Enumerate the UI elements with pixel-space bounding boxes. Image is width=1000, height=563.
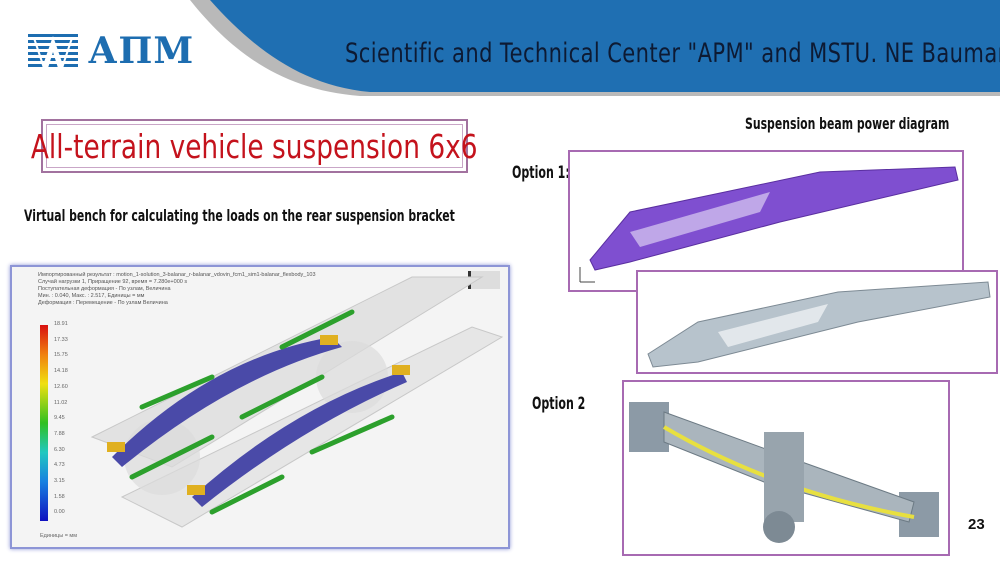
legend-value: 9.45	[54, 415, 65, 422]
color-legend-bar	[40, 325, 48, 521]
legend-value: 1.58	[54, 493, 65, 500]
legend-value: 0.00	[54, 509, 65, 516]
legend-value: 14.18	[54, 368, 68, 375]
legend-value: 6.30	[54, 446, 65, 453]
option1-beam-purple-image	[568, 150, 964, 292]
legend-value: 17.33	[54, 336, 68, 343]
apm-logo-icon	[28, 34, 78, 69]
legend-value: 11.02	[54, 399, 68, 406]
info-line: Поступательная деформация - По узлам, Ве…	[38, 286, 171, 292]
legend-value: 3.15	[54, 478, 65, 484]
logo-text: АПМ	[88, 30, 195, 72]
slide-title: All-terrain vehicle suspension 6x6	[31, 126, 478, 166]
info-line: Мин. : 0.040, Макс. : 2.517, Единицы = м…	[38, 293, 145, 299]
simulation-image: Импортированный результат : motion_1-sol…	[10, 265, 510, 549]
header: АПМ Scientific and Technical Center "APM…	[0, 0, 1000, 100]
legend-value: 4.73	[54, 462, 65, 469]
info-line: Случай нагрузки 1, Приращение 92, время …	[38, 279, 188, 285]
legend-value: 15.75	[54, 352, 68, 359]
info-line: Импортированный результат : motion_1-sol…	[38, 272, 316, 278]
info-line: Деформация : Перемещение - По узлам Вели…	[38, 300, 168, 306]
subtitle: Virtual bench for calculating the loads …	[24, 206, 455, 225]
option1-beam-gray-image	[636, 270, 998, 374]
option1-label: Option 1:	[512, 163, 570, 183]
option2-beam-image	[622, 380, 950, 556]
beam-purple	[579, 166, 959, 283]
header-banner	[190, 0, 1000, 96]
header-title: Scientific and Technical Center "APM" an…	[345, 38, 1000, 69]
beam-gray	[647, 281, 991, 368]
diagram-title: Suspension beam power diagram	[745, 114, 950, 133]
legend-value: 7.88	[54, 430, 65, 437]
beam-option2	[629, 402, 939, 543]
slide-title-box: All-terrain vehicle suspension 6x6	[31, 119, 478, 173]
suspension-model	[90, 276, 504, 528]
legend-units: Единицы = мм	[40, 533, 77, 539]
option2-label: Option 2	[532, 394, 586, 414]
legend-value: 12.60	[54, 383, 68, 390]
simulation-info: Импортированный результат : motion_1-sol…	[38, 272, 316, 307]
legend-value: 18.91	[54, 321, 68, 327]
apm-logo: АПМ	[28, 30, 194, 72]
page-number: 23	[968, 516, 985, 533]
